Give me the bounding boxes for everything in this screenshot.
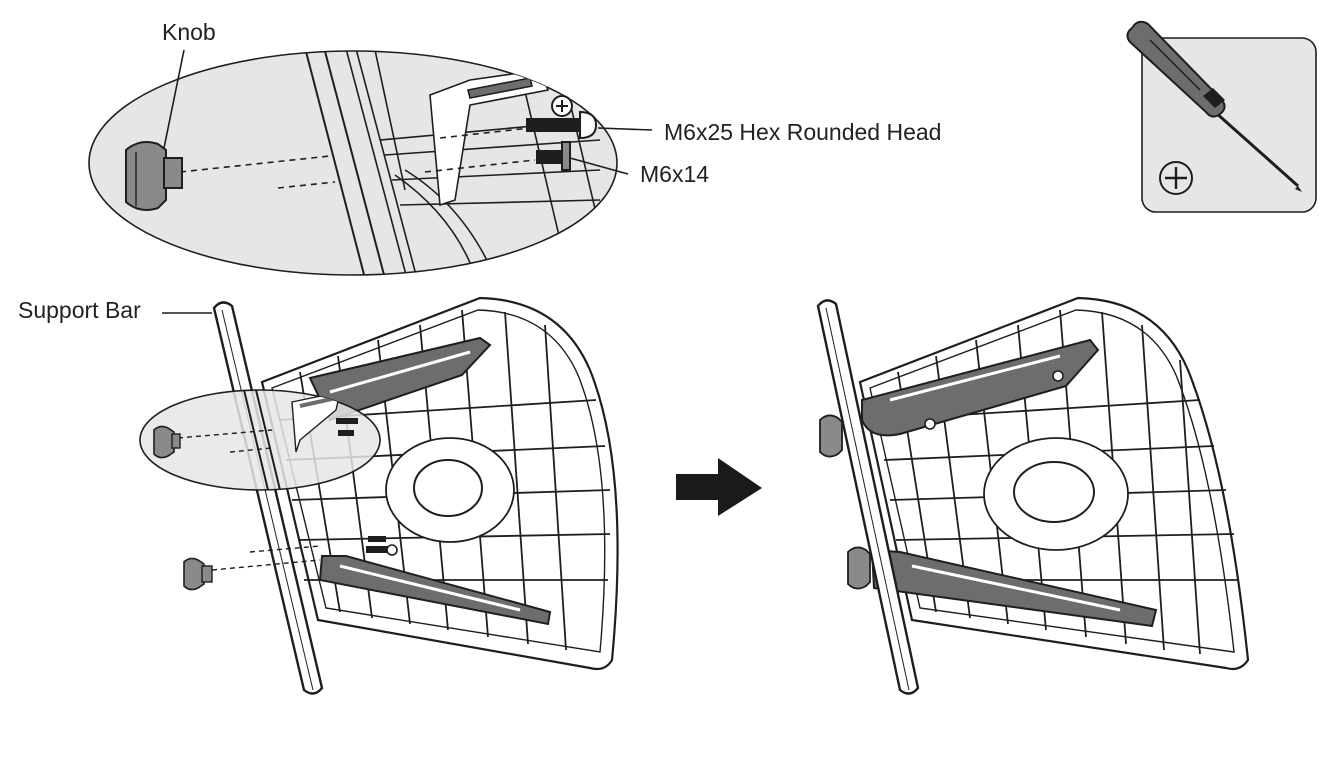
knob-label: Knob [162,19,216,45]
bolt-m6x14-label: M6x14 [640,161,709,187]
tool-box [1126,20,1317,213]
small-detail-callout [139,389,381,491]
bolt-m6x25-part [526,95,598,140]
phillips-symbol-icon [1159,161,1193,195]
lower-knob-part [183,536,398,591]
support-bar-label: Support Bar [18,297,141,323]
basket-assembly-before [212,296,619,695]
phillips-screwdriver-icon [1126,20,1302,192]
direction-arrow-icon [676,458,762,516]
bolt-m6x14-part [536,141,571,171]
knob-part [125,141,183,211]
detail-callout [88,50,618,276]
bolt-m6x25-label: M6x25 Hex Rounded Head [664,119,941,145]
basket-assembly-after [816,296,1250,695]
